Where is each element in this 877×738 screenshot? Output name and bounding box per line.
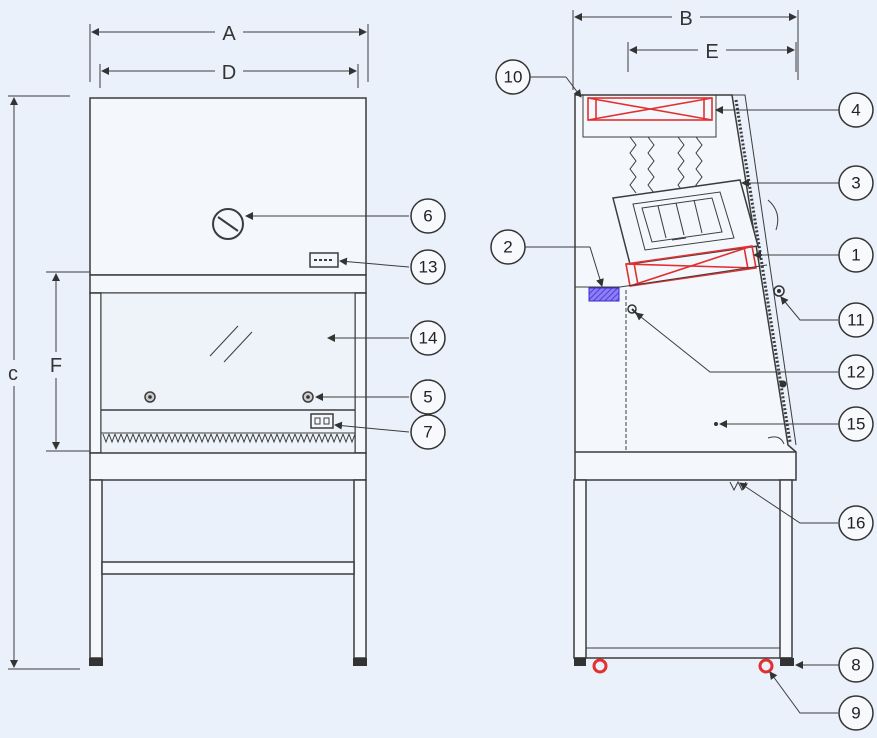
callout-label: 14 — [419, 329, 438, 348]
downflow-hepa-filter — [625, 245, 757, 287]
exhaust-hepa-filter — [587, 97, 713, 121]
callout-3: 3 — [838, 165, 874, 201]
drain-point-icon — [714, 422, 718, 426]
front-base — [89, 452, 367, 481]
sash-stop-icon — [779, 380, 787, 388]
callout-label: 11 — [847, 311, 865, 330]
dimension-c-label: c — [8, 363, 18, 385]
dimension-a-label: A — [222, 23, 236, 45]
front-left-leg — [89, 479, 103, 659]
callout-7: 7 — [410, 414, 446, 450]
gas-valve-left-icon — [144, 391, 156, 403]
callout-1: 1 — [838, 237, 874, 273]
motor-blower — [612, 179, 759, 265]
callout-label: 4 — [851, 101, 860, 120]
front-grille-curve — [767, 436, 785, 445]
front-right-panel — [354, 292, 367, 454]
callout-label: 8 — [851, 656, 860, 675]
callout-label: 3 — [851, 174, 860, 193]
uv-lamp-icon — [588, 287, 620, 302]
front-left-foot — [89, 658, 103, 666]
glass-marks — [209, 325, 253, 363]
callout-label: 1 — [851, 246, 860, 265]
front-grille — [102, 433, 356, 444]
front-right-foot — [353, 658, 367, 666]
side-rear-foot — [574, 658, 586, 666]
front-top-housing — [89, 97, 367, 276]
callout-15: 15 — [838, 406, 874, 442]
callout-label: 10 — [504, 68, 523, 87]
front-sash-header — [89, 274, 367, 294]
callout-label: 6 — [423, 207, 432, 226]
side-rear-leg — [573, 479, 587, 659]
callout-label: 15 — [847, 415, 866, 434]
callout-10: 10 — [495, 59, 531, 95]
dimension-d-label: D — [222, 62, 236, 84]
front-crossbar — [101, 561, 355, 575]
callout-label: 2 — [503, 238, 512, 257]
callout-6: 6 — [410, 198, 446, 234]
callout-9: 9 — [838, 695, 874, 731]
dimension-d: D — [99, 59, 359, 88]
dimension-e: E — [627, 38, 797, 72]
bellows-left-inner — [647, 136, 655, 202]
callout-16: 16 — [838, 505, 874, 541]
callout-label: 7 — [423, 423, 432, 442]
dimension-b-label: B — [679, 8, 692, 30]
pressure-gauge-icon — [212, 208, 244, 240]
front-work-opening — [100, 292, 356, 454]
callout-label: 5 — [423, 388, 432, 407]
front-view: A D c F — [2, 20, 410, 670]
side-front-foot — [780, 658, 794, 666]
callout-4: 4 — [838, 92, 874, 128]
sash-counterweight — [767, 199, 779, 231]
dimension-b: B — [572, 5, 799, 90]
callout-13: 13 — [410, 249, 446, 285]
castor-front-icon — [758, 658, 774, 674]
dimension-e-label: E — [705, 41, 718, 63]
callout-12: 12 — [838, 354, 874, 390]
dimension-c: c — [2, 95, 80, 670]
side-plenum — [582, 95, 717, 138]
dimension-f-label: F — [50, 355, 62, 377]
front-right-leg — [353, 479, 367, 659]
sash-knob-icon — [773, 285, 785, 297]
bellows-right — [677, 136, 685, 194]
side-view: B E — [524, 5, 841, 714]
callout-label: 9 — [851, 704, 860, 723]
front-sash-outer — [732, 94, 797, 446]
castor-rear-icon — [592, 658, 608, 674]
callout-label: 16 — [847, 514, 866, 533]
dimension-a: A — [89, 20, 369, 82]
callout-11: 11 — [838, 302, 874, 338]
dimension-f: F — [44, 271, 100, 452]
control-display-icon — [309, 252, 339, 268]
callout-8: 8 — [838, 647, 874, 683]
side-front-leg — [779, 479, 793, 659]
bellows-left — [629, 136, 637, 194]
callout-14: 14 — [410, 320, 446, 356]
callout-label: 12 — [847, 363, 866, 382]
power-socket-icon — [310, 413, 334, 429]
callout-label: 13 — [419, 258, 438, 277]
gas-valve-right-icon — [302, 391, 314, 403]
callout-5: 5 — [410, 379, 446, 415]
callout-2: 2 — [490, 229, 526, 265]
front-left-panel — [89, 292, 102, 454]
